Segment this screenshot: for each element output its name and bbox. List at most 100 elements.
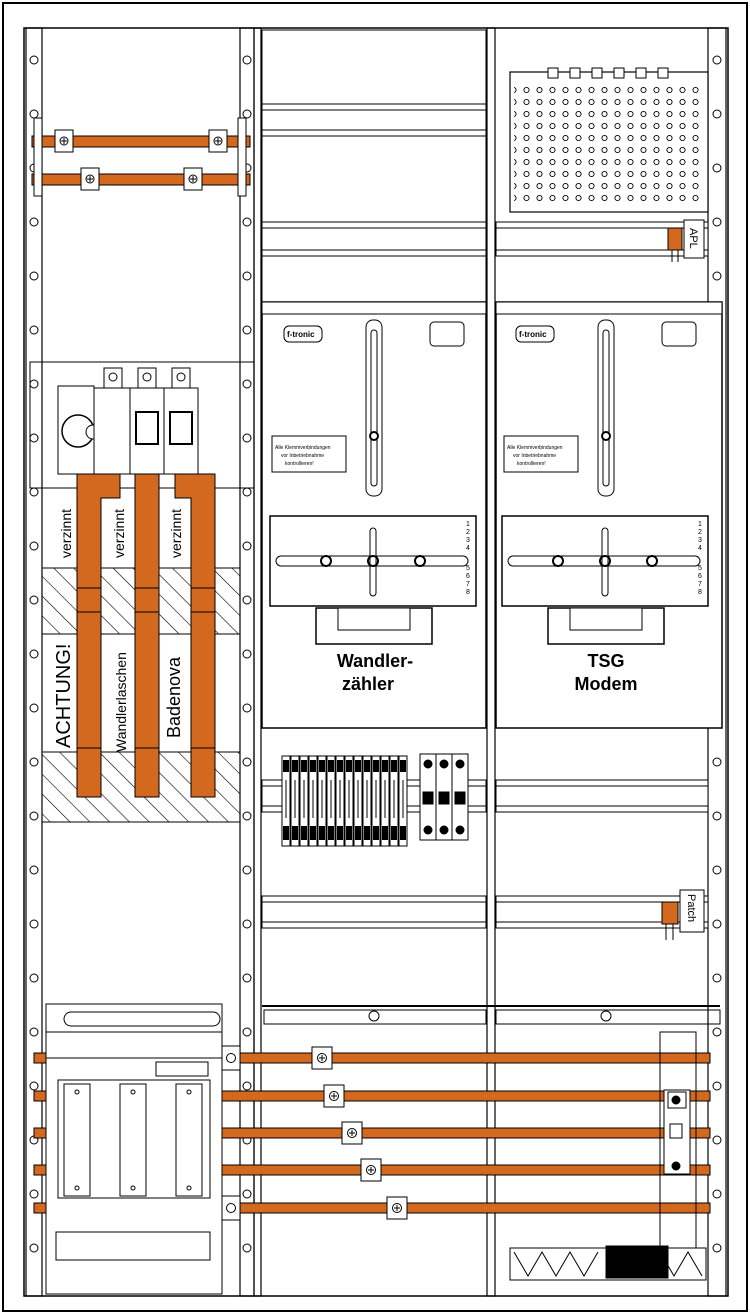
transformer-tab <box>76 473 121 798</box>
wandlerlaschen-label: Wandlerlaschen <box>113 652 129 752</box>
terminal <box>633 1245 641 1279</box>
main-disconnector <box>29 361 255 489</box>
terminal-mark: 1 <box>466 521 470 528</box>
badenova-label: Badenova <box>164 656 184 738</box>
achtung-label: ACHTUNG! <box>53 644 75 748</box>
transformer-tab <box>174 473 216 798</box>
patch-terminal <box>661 901 679 925</box>
terminal-mark: 4 <box>698 545 702 552</box>
rail-hole <box>29 55 39 65</box>
bottom-terminals <box>605 1245 669 1279</box>
apl-terminal <box>667 227 683 251</box>
rail-hole <box>242 703 252 713</box>
circuit-breakers <box>419 753 469 841</box>
patch-module: Patch <box>661 889 705 940</box>
terminal <box>661 1245 669 1279</box>
rail-hole <box>712 865 722 875</box>
rail-hole <box>712 1189 722 1199</box>
rail-hole <box>242 541 252 551</box>
rail-hole <box>242 1189 252 1199</box>
rail-hole <box>712 1027 722 1037</box>
rail-hole <box>712 109 722 119</box>
patch-label: Patch <box>685 894 697 922</box>
transformer-tabs <box>76 473 216 798</box>
busbar <box>221 1202 711 1214</box>
terminal-mark: 3 <box>466 537 470 544</box>
din-rails-top <box>261 29 709 303</box>
brand-logo: f-tronic <box>287 330 315 339</box>
terminal <box>647 1245 655 1279</box>
rail-hole <box>712 973 722 983</box>
rail-hole <box>29 379 39 389</box>
rail-hole <box>29 865 39 875</box>
top-left-busbars <box>31 117 251 197</box>
busbar <box>221 1127 711 1139</box>
rail-hole <box>29 541 39 551</box>
terminal-strip <box>281 755 408 847</box>
terminal-mark: 2 <box>698 529 702 536</box>
brand-logo: f-tronic <box>519 330 547 339</box>
terminal-mark: 2 <box>466 529 470 536</box>
rail-hole <box>712 1243 722 1253</box>
rail-hole <box>29 217 39 227</box>
rail-hole <box>242 55 252 65</box>
terminal-mark: 3 <box>698 537 702 544</box>
terminal-mark: 1 <box>698 521 702 528</box>
rail-hole <box>242 1243 252 1253</box>
rail-hole <box>242 811 252 821</box>
rail-hole <box>29 919 39 929</box>
rail-hole <box>29 1189 39 1199</box>
rail-hole <box>712 1081 722 1091</box>
rail-hole <box>29 811 39 821</box>
rail-hole <box>29 1027 39 1037</box>
terminal <box>605 1245 613 1279</box>
terminal-mark: 7 <box>698 581 702 588</box>
rail-hole <box>712 811 722 821</box>
meter-label-line2: zähler <box>342 674 394 694</box>
busbar-clamp <box>183 167 203 191</box>
busbar <box>31 135 251 148</box>
rail-hole <box>29 973 39 983</box>
busbar-clamp <box>208 129 228 153</box>
notice-text: kontrollieren! <box>517 461 546 467</box>
verzinnt-label: verzinnt <box>168 509 184 558</box>
notice-text: vor Inbetriebnahme <box>281 453 324 459</box>
rail-hole <box>29 325 39 335</box>
busbar <box>221 1090 711 1102</box>
terminal-mark: 8 <box>698 589 702 596</box>
terminal-mark: 4 <box>466 545 470 552</box>
bottom-busbars <box>33 1045 711 1221</box>
rail-hole <box>712 217 722 227</box>
rail-hole <box>242 1027 252 1037</box>
rail-hole <box>712 919 722 929</box>
meter-label-line2: Modem <box>575 674 638 694</box>
terminal <box>612 1245 620 1279</box>
busbar-clamp <box>54 129 74 153</box>
rail-hole <box>29 1243 39 1253</box>
rail-hole <box>29 703 39 713</box>
terminal-mark: 7 <box>466 581 470 588</box>
rail-hole <box>242 487 252 497</box>
apl-module: APL <box>509 67 709 262</box>
rail-hole <box>242 433 252 443</box>
rail-hole <box>29 271 39 281</box>
terminal-mark: 5 <box>466 565 470 572</box>
rail-hole <box>712 163 722 173</box>
rail-hole <box>242 109 252 119</box>
terminal <box>619 1245 627 1279</box>
rail-hole <box>242 325 252 335</box>
rail-hole <box>29 433 39 443</box>
sls-switch <box>659 1031 697 1259</box>
meter-label-line1: Wandler- <box>337 651 413 671</box>
rail-hole <box>242 649 252 659</box>
notice-text: Alle Klemmverbindungen <box>507 445 563 451</box>
terminal-mark: 6 <box>698 573 702 580</box>
rail-hole <box>242 595 252 605</box>
notice-text: Alle Klemmverbindungen <box>275 445 331 451</box>
rail-hole <box>242 217 252 227</box>
rail-hole <box>242 271 252 281</box>
rail-hole <box>242 865 252 875</box>
